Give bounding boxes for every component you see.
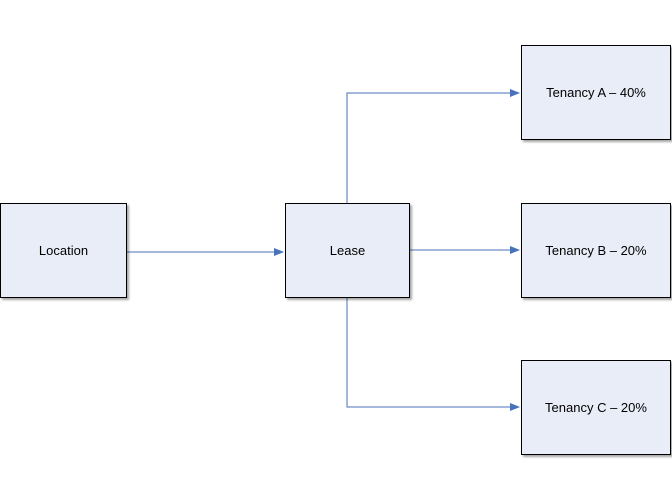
connector-lease-to-tenancy-a bbox=[346, 89, 520, 203]
tenancy-b-label: Tenancy B – 20% bbox=[545, 243, 647, 258]
lease-label: Lease bbox=[329, 243, 366, 258]
tenancy-a-label: Tenancy A – 40% bbox=[546, 85, 646, 100]
tenancy-b-node: Tenancy B – 20% bbox=[521, 203, 671, 298]
location-node: Location bbox=[0, 203, 127, 298]
tenancy-a-node: Tenancy A – 40% bbox=[521, 45, 671, 140]
tenancy-c-label: Tenancy C – 20% bbox=[545, 400, 647, 415]
lease-node: Lease bbox=[285, 203, 410, 298]
connector-lease-to-tenancy-c bbox=[346, 298, 520, 411]
location-label: Location bbox=[38, 243, 89, 258]
tenancy-c-node: Tenancy C – 20% bbox=[521, 360, 671, 455]
